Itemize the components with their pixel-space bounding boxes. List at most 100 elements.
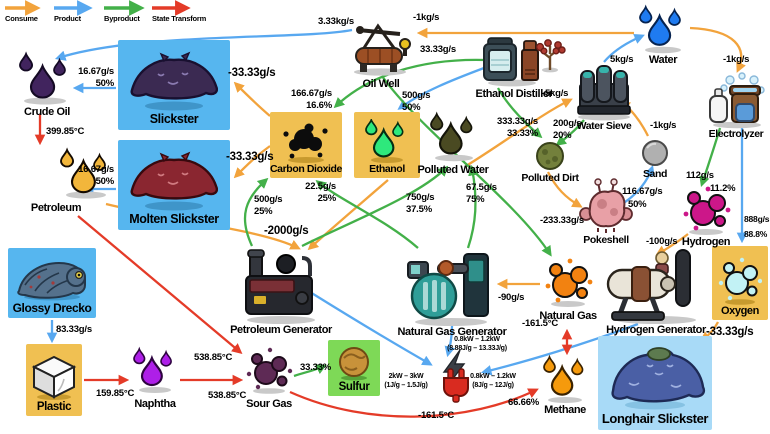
polluted-water-label: Polluted Water [417,164,489,176]
sulfur-card: Sulfur [328,340,380,396]
polluted-dirt-icon [536,142,564,170]
hydrogen-label: Hydrogen [681,236,731,248]
flow-electrolyzer-h2-pct: 11.2% [710,183,736,194]
flow-distiller-pdirt: 333.33g/s 33.33% [497,116,538,139]
carbon-dioxide-label: Carbon Dioxide [270,163,342,175]
electrolyzer-icon [709,72,765,129]
natural-gas-icon [545,258,593,307]
molten-slickster-card: Molten Slickster [118,140,230,230]
electrolyzer-label: Electrolyzer [708,128,764,140]
edge-pwater-sieve [465,98,573,167]
flow-petgen-co2: 500g/s 25% [254,194,283,217]
flow-sourgas-sulfur-pct: 33.33% [300,362,332,373]
flow-o2-longhair: -33.33g/s [706,326,754,338]
petroleum-generator-label: Petroleum Generator [230,324,332,336]
flow-distiller-co2: 166.67g/s 16.6% [291,88,332,111]
flow-co2-slickster: -33.33g/s [228,67,276,79]
legend-state-transform-label: State Transform [152,14,207,23]
flow-pwater-sieve: -5kg/s [542,88,569,99]
flow-sourgas-methane-pct: 66.66% [508,397,540,408]
edge-ethanol-petgen [307,179,389,251]
flow-h2gen-power: 0.8kW – 1.2kW (8J/g – 12J/g) [470,373,516,390]
flow-water-oilwell: -1kg/s [413,12,440,23]
flow-fuel-petgen: -2000g/s [264,225,309,237]
slickster-label: Slickster [149,112,199,126]
water-icon [639,6,681,54]
edge-petgen-power [309,291,433,366]
flow-distiller-ethanol: 500g/s 50% [402,90,431,113]
polluted-water-icon [430,113,473,162]
flow-electrolyzer-o2-pct: 88.8% [744,229,768,239]
flow-pdirt-pokeshell: -233.33g/s [540,215,584,226]
edge-petroleum-sourgas [77,215,243,355]
longhair-slickster-icon [611,347,706,410]
plastic-label: Plastic [36,401,72,413]
slickster-card: Slickster [118,40,230,130]
edge-pokeshell-sand [621,164,655,205]
polluted-dirt-label: Polluted Dirt [521,172,579,184]
plastic-card: Plastic [26,344,82,416]
legend-product-label: Product [54,14,81,23]
longhair-slickster-label: Longhair Slickster [601,411,709,426]
edge-co2-molten [233,145,271,179]
crude-oil-label: Crude Oil [24,106,70,118]
petroleum-generator-icon [245,249,315,324]
flow-oilwell-ng: 33.33g/s [420,44,456,55]
flow-sand-sieve: -1kg/s [650,120,677,131]
power-plug-icon [442,349,469,403]
flow-sieve-pdirt: 200g/s 20% [553,118,582,141]
edge-oilwell-crudeoil [54,28,353,61]
methane-label: Methane [544,404,586,416]
edge-pdirt-pokeshell [546,171,583,208]
oil-well-label: Oil Well [362,78,400,90]
flow-ngg-pwater: 67.5g/s 75% [466,182,497,205]
oxygen-label: Oxygen [721,305,759,317]
edge-water-electrolyzer [689,26,746,73]
ethanol-icon [365,119,404,163]
edge-ngg-co2 [315,179,419,249]
sour-gas-label: Sour Gas [246,398,292,410]
natural-gas-generator-label: Natural Gas Generator [397,326,507,338]
flow-crude-petroleum-temp: 399.85°C [46,126,85,137]
flow-slickster-crude: 16.67g/s 50% [78,66,114,89]
flow-sieve-water: 5kg/s [610,54,634,65]
ethanol-distiller-icon [483,37,539,87]
oxygen-icon [718,257,762,305]
carbon-dioxide-icon [283,123,328,163]
edge-co2-slickster [233,81,271,117]
oxygen-card: Oxygen [712,246,768,320]
oil-well-icon [354,23,411,76]
water-label: Water [648,54,678,66]
sand-label: Sand [642,168,668,180]
hydrogen-generator-icon [606,249,696,324]
edge-sieve-pdirt [555,119,585,146]
water-sieve-label: Water Sieve [576,120,632,132]
flow-ngg-power: 0.8kW – 1.2kW (8.88J/g – 13.33J/g) [447,336,507,353]
edge-oilwell-ng [381,75,552,257]
sulfur-label: Sulfur [338,381,370,393]
edge-electrolyzer-hydrogen [699,127,722,188]
petroleum-label: Petroleum [30,202,82,214]
flow-petgen-pwater: 750g/s 37.5% [406,192,435,215]
ethanol-distiller-label: Ethanol Distiller [475,88,553,100]
flow-water-electrolyzer: -1kg/s [723,54,750,65]
flow-h2-generator: -100g/s [646,236,678,247]
glossy-drecko-icon [17,261,86,301]
flow-naphtha-sourgas-temp: 538.85°C [208,390,247,401]
carbon-dioxide-card: Carbon Dioxide [270,112,342,178]
plastic-icon [31,355,77,400]
flow-sourgas-methane-temp: -161.5°C [418,410,454,421]
flow-ng-generator: -90g/s [498,292,525,303]
naphtha-icon [133,348,172,393]
natural-gas-label: Natural Gas [539,310,597,322]
edge-distiller-pdirt [496,87,543,139]
flow-drecko-plastic: 83.33g/s [56,324,92,335]
edge-petgen-pwater [301,165,449,248]
sand-icon [642,140,668,166]
edge-petgen-co2 [243,177,269,247]
hydrogen-icon [683,186,731,235]
arbor-tree-icon [535,39,566,73]
ethanol-card: Ethanol [354,112,420,178]
flow-petgen-power: 2kW – 3kW (1J/g – 1.5J/g) [384,373,428,390]
